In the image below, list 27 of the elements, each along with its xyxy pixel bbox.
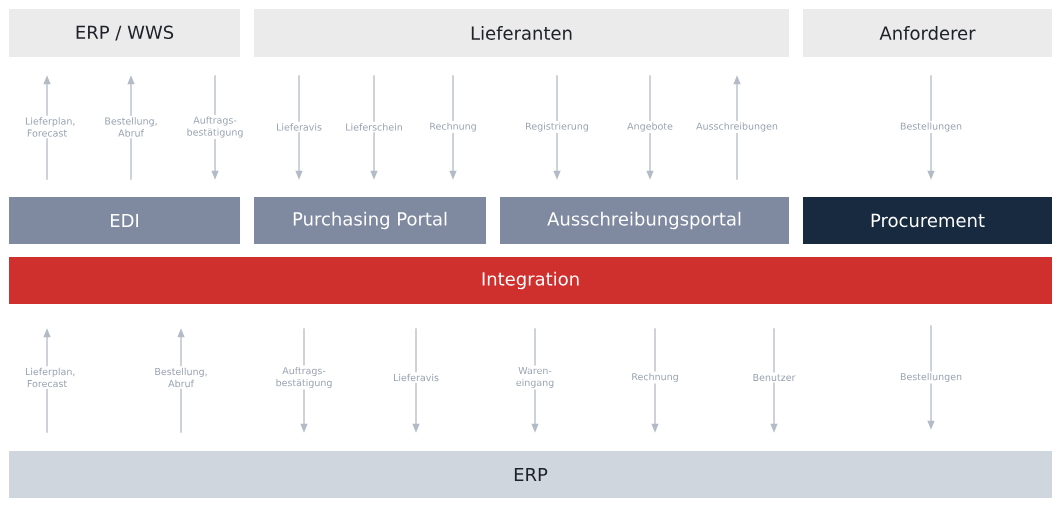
edge-label: Auftrags- bestätigung <box>183 114 247 140</box>
system-header: Lieferanten <box>254 9 789 57</box>
erp-bar: ERP <box>9 451 1052 498</box>
edge-label: Bestellung, Abruf <box>149 366 213 389</box>
edge-label: Benutzer <box>751 372 797 383</box>
module-box: EDI <box>9 197 240 244</box>
edge-label: Bestellungen <box>898 120 964 134</box>
edge-label: Lieferplan, Forecast <box>23 115 75 139</box>
edge-label: Lieferschein <box>343 121 405 133</box>
edge-label: Angebote <box>625 120 675 134</box>
integration-bar: Integration <box>9 257 1052 304</box>
module-box: Purchasing Portal <box>254 197 486 244</box>
edge-label: Ausschreibungen <box>694 120 780 134</box>
edge-label: Registrierung <box>523 120 591 134</box>
edge-label: Bestellung, Abruf <box>99 115 163 139</box>
edge-label: Rechnung <box>629 371 681 384</box>
edge-label: Auftrags- bestätigung <box>272 365 336 390</box>
edge-label: Waren- eingang <box>513 365 557 390</box>
edge-label: Lieferavis <box>274 121 324 133</box>
module-box: Procurement <box>803 197 1052 244</box>
module-box: Ausschreibungsportal <box>500 197 789 244</box>
edge-label: Rechnung <box>427 120 479 134</box>
system-header: ERP / WWS <box>9 9 240 57</box>
edge-label: Bestellungen <box>898 371 964 384</box>
edge-label: Lieferavis <box>391 372 441 383</box>
system-header: Anforderer <box>803 9 1052 57</box>
edge-label: Lieferplan, Forecast <box>23 366 75 389</box>
